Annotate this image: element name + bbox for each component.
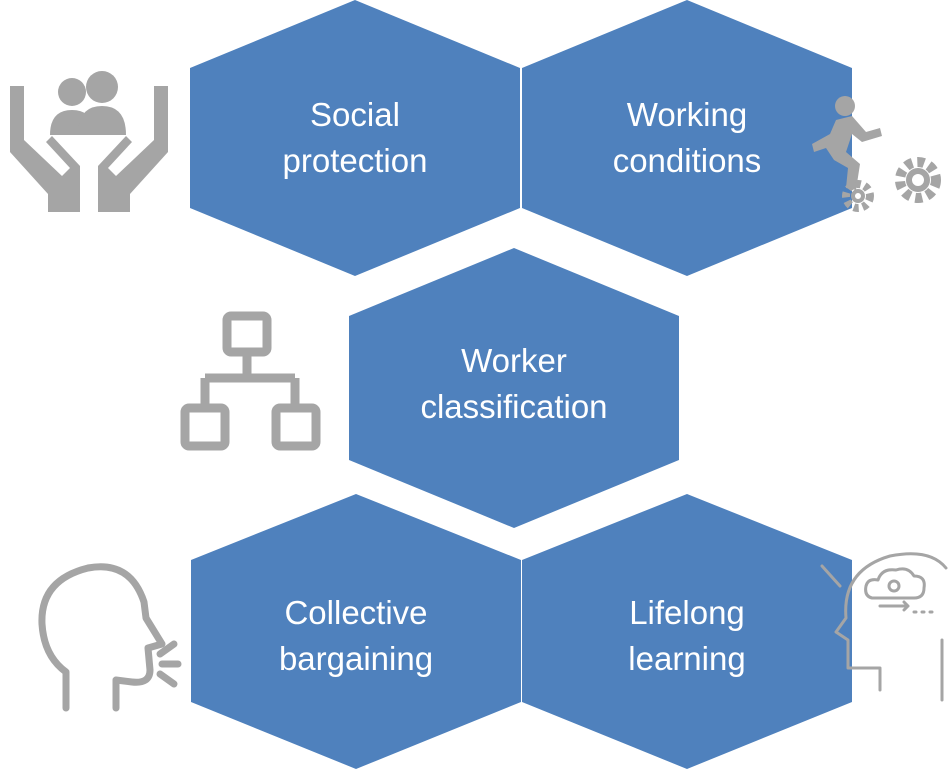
label-line-2: bargaining — [278, 640, 434, 677]
social-protection-label: Social protection — [230, 92, 480, 184]
hexagon-worker-classification — [349, 248, 679, 528]
label-line-2: classification — [420, 388, 608, 425]
hexagon-working-conditions — [522, 0, 852, 276]
hierarchy-chart-icon — [180, 311, 321, 451]
worker-classification-label: Worker classification — [379, 338, 649, 430]
label-line-1: Collective — [284, 594, 428, 631]
label-line-1: Working — [626, 96, 748, 133]
worker-running-with-gears-icon — [812, 96, 941, 212]
label-line-1: Social — [310, 96, 400, 133]
hands-protecting-people-icon — [10, 71, 168, 212]
label-line-1: Worker — [461, 342, 567, 379]
label-line-2: conditions — [612, 142, 762, 179]
working-conditions-label: Working conditions — [562, 92, 812, 184]
speaking-head-icon — [38, 563, 182, 712]
hexagon-collective-bargaining — [191, 494, 521, 769]
hexagon-lifelong-learning — [522, 494, 852, 769]
label-line-1: Lifelong — [629, 594, 745, 631]
hexagon-social-protection — [190, 0, 520, 276]
collective-bargaining-label: Collective bargaining — [226, 590, 486, 682]
label-line-2: learning — [628, 640, 746, 677]
lifelong-learning-label: Lifelong learning — [557, 590, 817, 682]
label-line-2: protection — [282, 142, 428, 179]
head-with-learning-cloud-icon — [820, 552, 948, 702]
